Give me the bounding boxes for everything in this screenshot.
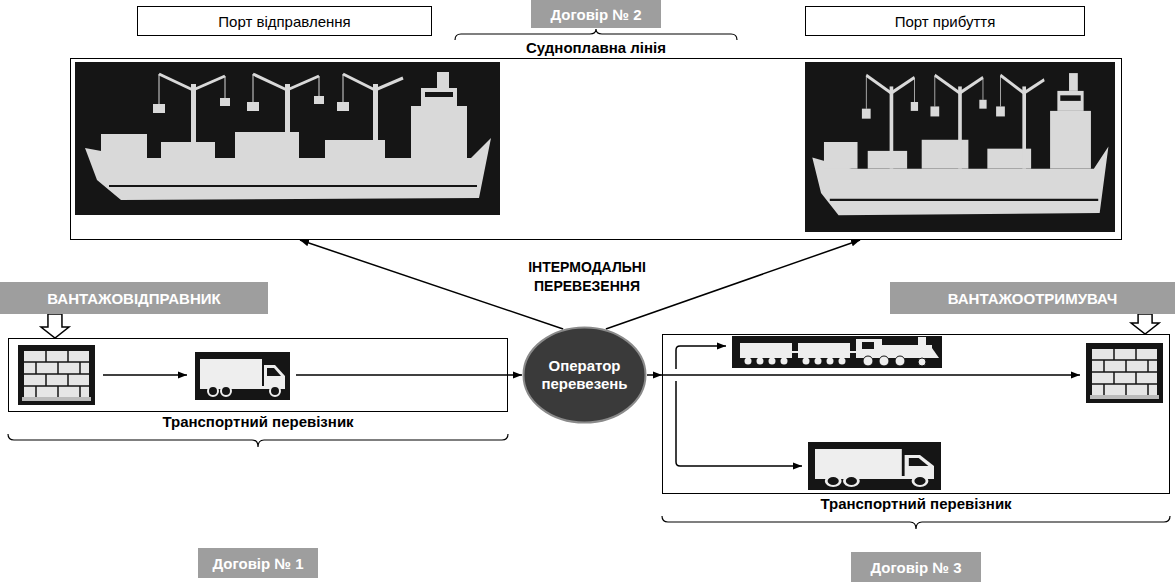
node-text: ВАНТАЖООТРИМУВАЧ [948, 290, 1118, 307]
train-illustration [862, 342, 874, 349]
party-tag: ВАНТАЖООТРИМУВАЧ [890, 282, 1175, 314]
carrier-frame: Транспортний перевізник [662, 334, 1170, 494]
operator-ellipse: Оператор перевезень [522, 326, 647, 424]
node-text: Договір № 2 [550, 6, 641, 23]
train-illustration [856, 339, 882, 358]
block-arrow [41, 314, 69, 338]
train-illustration [732, 336, 942, 368]
train-illustration [863, 356, 873, 366]
connector-arrow [647, 374, 662, 376]
ellipse-outline [524, 328, 646, 423]
train-illustration [781, 358, 788, 365]
brace-bracket [8, 29, 1170, 529]
node-text: Договір № 1 [212, 555, 303, 572]
brace-bracket [455, 29, 737, 40]
port-label-box: Порт прибуття [805, 6, 1085, 36]
truck-illustration [195, 352, 290, 400]
warehouse-illustration [18, 345, 95, 405]
contract-tag: Договір № 3 [851, 552, 981, 582]
train-illustration [827, 358, 834, 365]
flow-arrow [676, 346, 726, 369]
train-illustration [850, 351, 856, 353]
contract-tag: Договір № 1 [198, 548, 318, 578]
train-illustration [882, 345, 932, 358]
truck-illustration [808, 442, 941, 490]
train-illustration [895, 356, 905, 366]
node-text: Порт прибуття [895, 13, 996, 30]
node-text: Договір № 3 [870, 559, 961, 576]
node-text: Транспортний перевізник [663, 496, 1169, 512]
train-illustration [732, 336, 942, 368]
train-illustration [839, 358, 846, 365]
train-illustration [803, 358, 810, 365]
node-text: Порт відправлення [218, 13, 350, 30]
flow-arrow [663, 374, 1080, 376]
connector-arrow [300, 240, 563, 329]
flow-arrow [296, 374, 508, 376]
connector-arrow [606, 240, 860, 329]
port-label-box: Порт відправлення [137, 6, 432, 36]
flow-arrow [676, 381, 802, 466]
node-text: Судноплавна лінія [71, 40, 1121, 56]
train-illustration [815, 358, 822, 365]
train-illustration [769, 358, 776, 365]
train-illustration [740, 343, 792, 358]
train-illustration [757, 358, 764, 365]
train-illustration [932, 348, 939, 358]
train-illustration [879, 356, 889, 366]
train-illustration [745, 358, 752, 365]
contract-tag: Договір № 2 [531, 0, 661, 28]
train-illustration [918, 358, 926, 366]
brace-bracket [8, 434, 508, 447]
node-text: Транспортний перевізник [9, 414, 507, 430]
node-text: Оператор перевезень [535, 357, 635, 393]
train-illustration [918, 337, 926, 345]
block-arrow [1131, 314, 1159, 334]
party-tag: ВАНТАЖОВІДПРАВНИК [0, 282, 268, 314]
train-illustration [792, 351, 798, 353]
ship-illustration [75, 62, 500, 215]
train-illustration [798, 343, 850, 358]
ship-illustration [805, 62, 1115, 232]
caption-label: ІНТЕРМОДАЛЬНІ ПЕРЕВЕЗЕННЯ [512, 258, 662, 296]
connector-arrow [508, 374, 522, 376]
shipping-line-frame: Судноплавна лінія [70, 58, 1122, 240]
brace-bracket [662, 516, 1170, 529]
warehouse-illustration [1086, 343, 1163, 403]
node-text: ВАНТАЖОВІДПРАВНИК [47, 290, 220, 307]
flow-arrow [103, 374, 187, 376]
carrier-frame: Транспортний перевізник [8, 338, 508, 412]
